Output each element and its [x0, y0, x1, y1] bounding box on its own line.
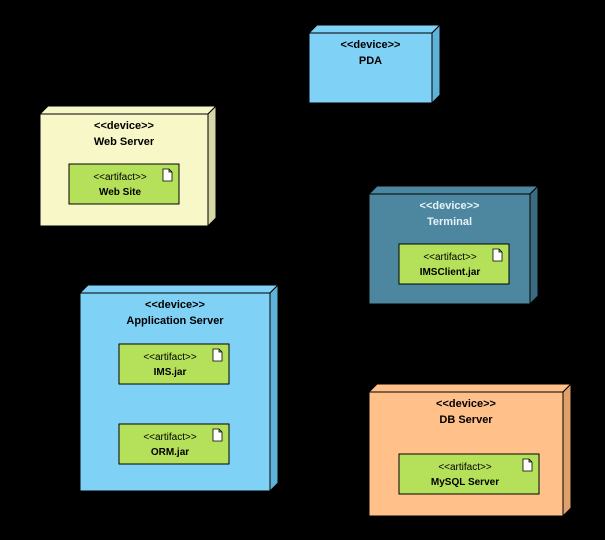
artifact-mysql[interactable]: <<artifact>> MySQL Server: [398, 453, 540, 495]
artifact-name: IMS.jar: [154, 367, 187, 378]
artifact-file-icon: [492, 248, 503, 262]
node-pda[interactable]: <<device>> PDA: [307, 23, 442, 105]
artifact-name: IMSClient.jar: [420, 267, 481, 278]
node-top-face: [367, 383, 573, 393]
artifact-stereotype: <<artifact>>: [438, 462, 492, 473]
artifact-file-icon: [522, 458, 533, 472]
artifact-stereotype: <<artifact>>: [423, 252, 477, 263]
node-stereotype: <<device>>: [436, 398, 496, 410]
artifact-name: ORM.jar: [151, 447, 189, 458]
artifact-file-icon: [212, 428, 223, 442]
artifact-box: [398, 453, 540, 495]
artifact-box: [118, 343, 230, 385]
artifact-imsclient[interactable]: <<artifact>> IMSClient.jar: [398, 243, 510, 285]
artifact-file-icon: [162, 168, 173, 182]
node-name: Web Server: [94, 136, 155, 148]
node-top-face: [38, 105, 218, 115]
node-name: Terminal: [427, 216, 472, 228]
artifact-name: MySQL Server: [431, 477, 499, 488]
node-terminal[interactable]: <<device>> Terminal <<artifact>> IMSClient.…: [367, 184, 540, 306]
node-stereotype: <<device>>: [94, 120, 154, 132]
node-stereotype: <<device>>: [420, 200, 480, 212]
artifact-stereotype: <<artifact>>: [143, 352, 197, 363]
node-top-face: [367, 185, 540, 195]
artifact-orm[interactable]: <<artifact>> ORM.jar: [118, 423, 230, 465]
artifact-stereotype: <<artifact>>: [93, 172, 147, 183]
connection-web-app: [144, 223, 159, 285]
node-name: DB Server: [439, 414, 493, 426]
node-side-face: [562, 382, 572, 518]
node-stereotype: <<device>>: [145, 299, 205, 311]
node-side-face: [529, 184, 539, 306]
artifact-stereotype: <<artifact>>: [143, 432, 197, 443]
node-top-face: [78, 284, 280, 294]
node-name: PDA: [359, 55, 382, 67]
node-stereotype: <<device>>: [341, 39, 401, 51]
node-side-face: [207, 104, 217, 228]
artifact-box: [398, 243, 510, 285]
node-side-face: [269, 283, 279, 493]
node-app[interactable]: <<device>> Application Server <<artifact>>…: [78, 283, 280, 493]
node-side-face: [431, 23, 441, 105]
node-top-face: [307, 24, 442, 34]
artifact-box: [68, 163, 180, 205]
node-name: Application Server: [126, 315, 224, 327]
artifact-ims[interactable]: <<artifact>> IMS.jar: [118, 343, 230, 385]
artifact-file-icon: [212, 348, 223, 362]
node-web[interactable]: <<device>> Web Server <<artifact>> Web Site: [38, 104, 218, 228]
connection-web-pda: [217, 91, 310, 129]
artifact-box: [118, 423, 230, 465]
connection-app-db: [276, 405, 370, 427]
node-front-face: [308, 32, 433, 104]
connection-app-terminal: [276, 288, 370, 334]
artifact-name: Web Site: [99, 187, 141, 198]
node-db[interactable]: <<device>> DB Server <<artifact>> MySQL Ser…: [367, 382, 573, 518]
artifact-website[interactable]: <<artifact>> Web Site: [68, 163, 180, 205]
